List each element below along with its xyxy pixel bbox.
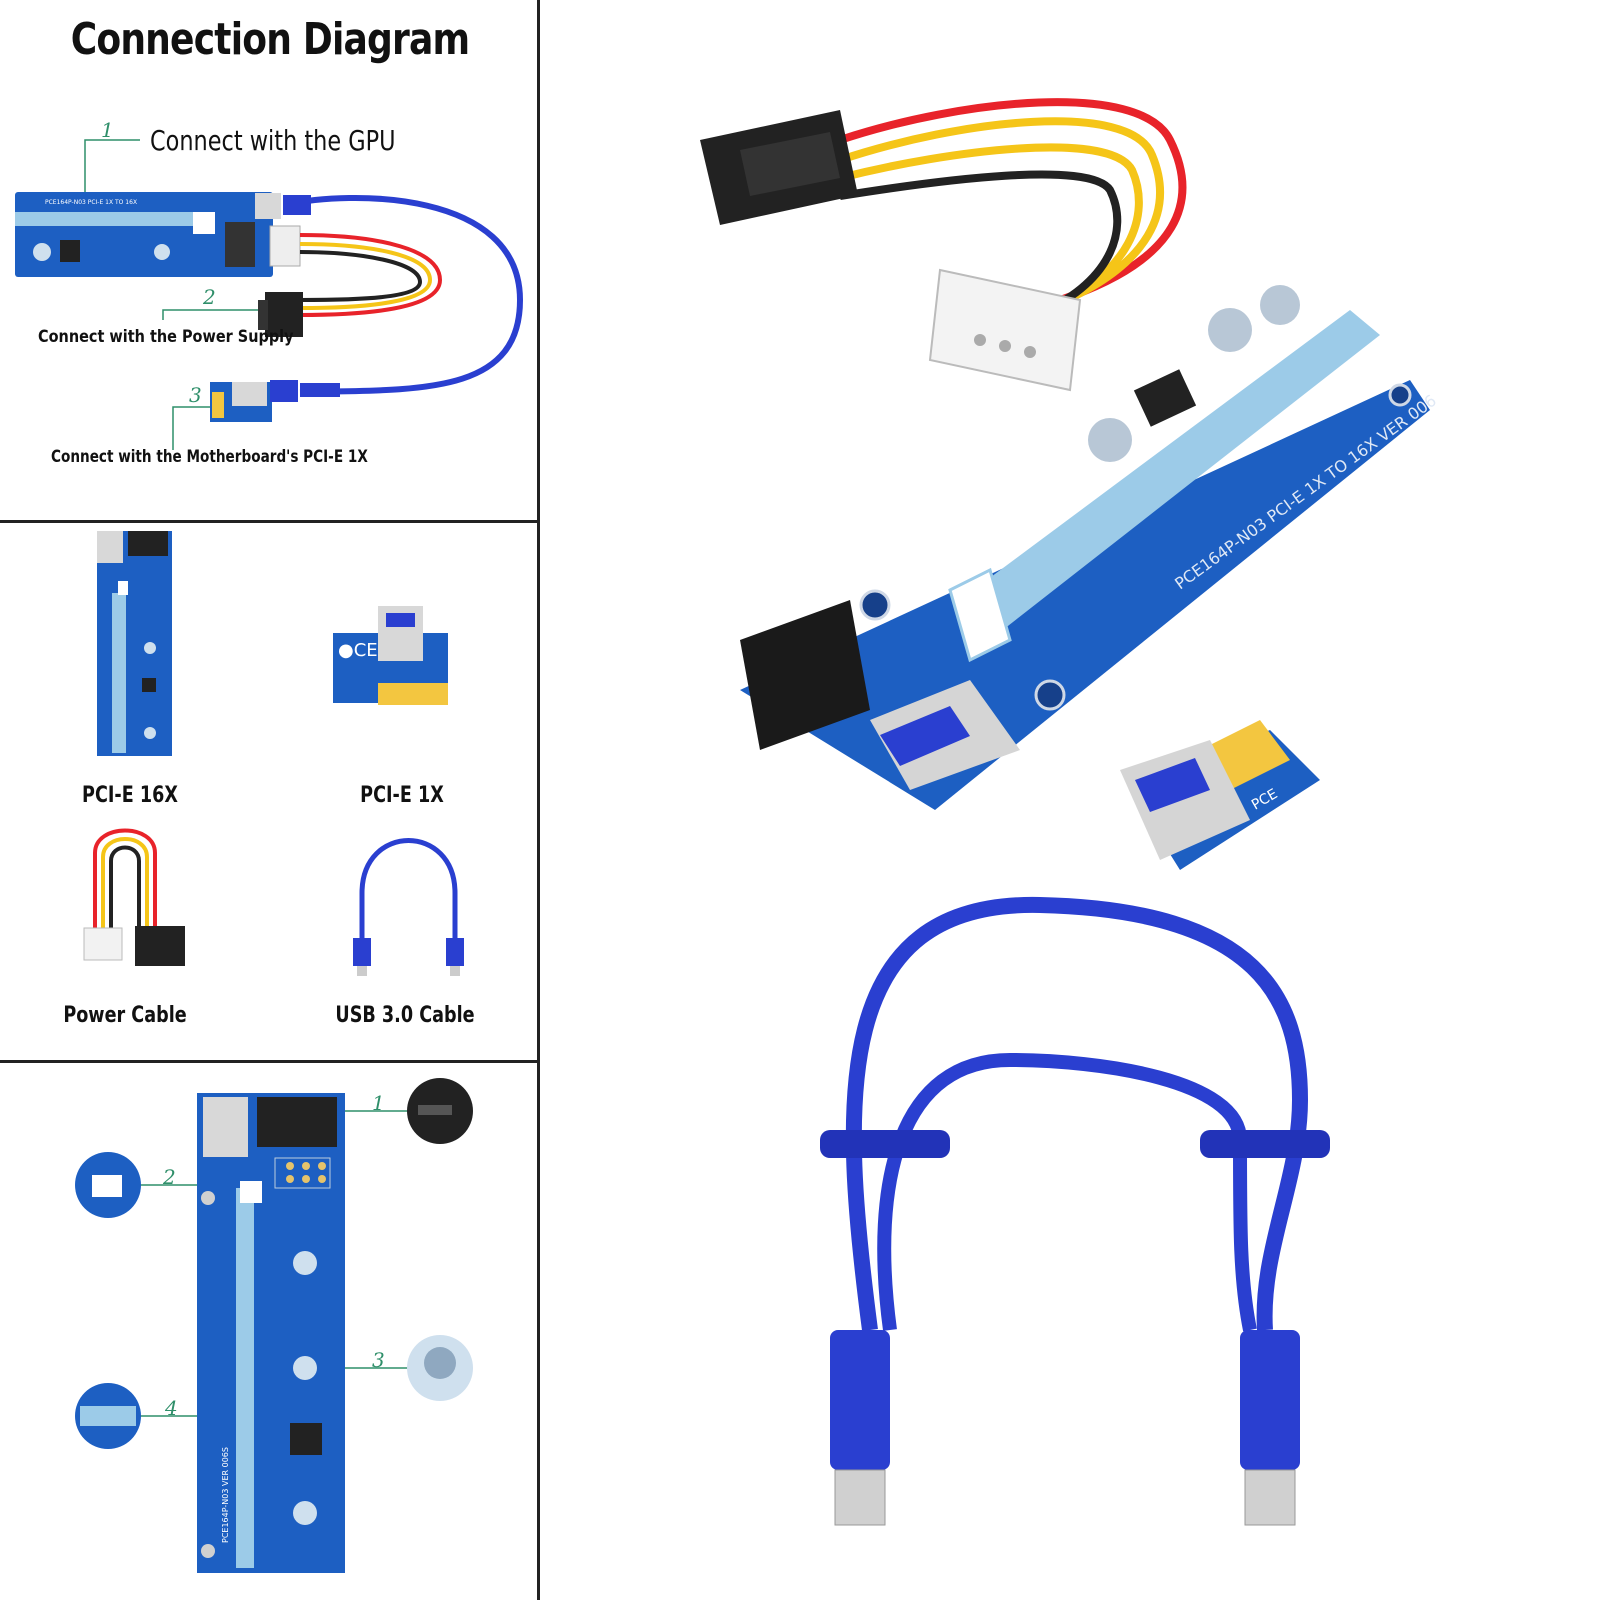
svg-text:●CE: ●CE [338, 640, 378, 661]
usb-cable-image [353, 838, 464, 976]
pcie-16x-board-image [97, 531, 172, 756]
photo-power-cable [700, 98, 1187, 392]
step-number-2: 2 [203, 285, 216, 309]
details-panel: PCE164P-N03 VER 006S 1 2 3 4 [0, 1063, 540, 1600]
step-number-1: 1 [101, 118, 114, 142]
caption-usb-cable: USB 3.0 Cable [335, 1003, 475, 1028]
step-label-gpu: Connect with the GPU [150, 124, 396, 157]
step-label-power-supply: Connect with the Power Supply [38, 327, 294, 347]
caption-pcie-16x: PCI-E 16X [82, 783, 178, 808]
photo-pcie-1x-board: PCE [1120, 720, 1320, 870]
power-cable-image [83, 828, 185, 966]
step-number-3: 3 [189, 383, 202, 407]
photo-riser-board: PCE164P-N03 PCI-E 1X TO 16X VER 006 [740, 285, 1440, 810]
parts-illustrations: ●CE [83, 531, 464, 976]
sata-connector [265, 292, 303, 337]
callout-number-1: 1 [372, 1091, 385, 1115]
callout-number-4: 4 [165, 1396, 178, 1420]
step-label-motherboard: Connect with the Motherboard's PCI-E 1X [51, 447, 368, 467]
caption-pcie-1x: PCI-E 1X [360, 783, 444, 808]
photo-usb-cable [820, 896, 1330, 1526]
callout-number-2: 2 [163, 1165, 176, 1189]
pcie-1x-board-image: ●CE [333, 606, 448, 705]
caption-power-cable: Power Cable [63, 1003, 187, 1028]
connection-diagram-illustration: PCE164P-N03 PCI-E 1X TO 16X [15, 139, 524, 450]
parts-panel: ●CE PCI-E 16X PCI-E 1X Power Cable USB 3… [0, 523, 540, 1063]
connection-diagram-panel: Connection Diagram PCE164P-N03 PCI-E 1X … [0, 0, 540, 523]
usb-cable [284, 195, 524, 395]
detail-illustration: PCE164P-N03 VER 006S [75, 1078, 473, 1573]
riser-board-text: PCE164P-N03 PCI-E 1X TO 16X [45, 199, 137, 206]
callout-number-3: 3 [372, 1348, 385, 1372]
product-photo: PCE164P-N03 PCI-E 1X TO 16X VER 006 PCE [700, 98, 1440, 1526]
detail-board-text: PCE164P-N03 VER 006S [221, 1447, 230, 1543]
connection-diagram-title: Connection Diagram [70, 14, 470, 65]
